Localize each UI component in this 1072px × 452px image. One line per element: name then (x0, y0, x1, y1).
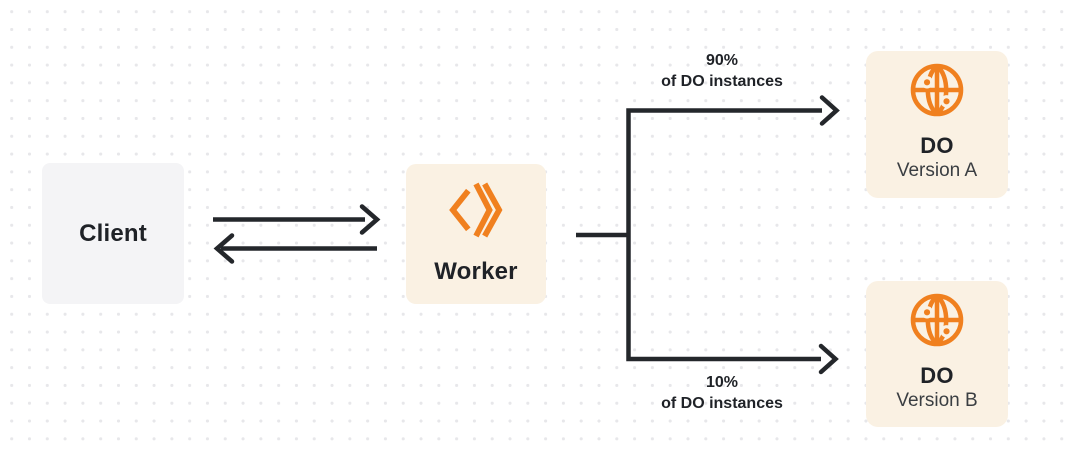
split-bracket-line (626, 108, 822, 362)
split-label-version-b: 10% of DO instances (622, 372, 822, 414)
split-label-version-b-caption: of DO instances (661, 395, 783, 412)
worker-node: Worker (406, 164, 546, 304)
split-label-version-a-percent: 90% (705, 52, 739, 69)
globe-icon (910, 293, 964, 347)
do-version-b-node: DO Version B (866, 281, 1008, 427)
client-node-label: Client (79, 219, 147, 247)
arrowhead-to-version-b-icon (818, 343, 839, 375)
split-label-version-b-percent: 10% (705, 374, 739, 391)
do-version-b-subtitle: Version B (896, 390, 978, 411)
arrowhead-to-version-a-icon (819, 95, 840, 126)
do-version-a-node: DO Version A (866, 51, 1008, 198)
globe-icon (910, 63, 964, 117)
worker-to-client-arrowhead-icon (213, 233, 235, 264)
split-label-version-a-caption: of DO instances (661, 73, 783, 90)
workers-chevrons-icon (449, 182, 503, 238)
do-version-a-title: DO (920, 133, 954, 158)
client-node: Client (42, 163, 184, 304)
do-version-a-subtitle: Version A (896, 160, 978, 181)
split-label-version-a: 90% of DO instances (622, 50, 822, 92)
do-version-b-title: DO (920, 363, 954, 388)
client-to-worker-arrowhead-icon (359, 204, 381, 235)
worker-node-label: Worker (434, 258, 518, 285)
